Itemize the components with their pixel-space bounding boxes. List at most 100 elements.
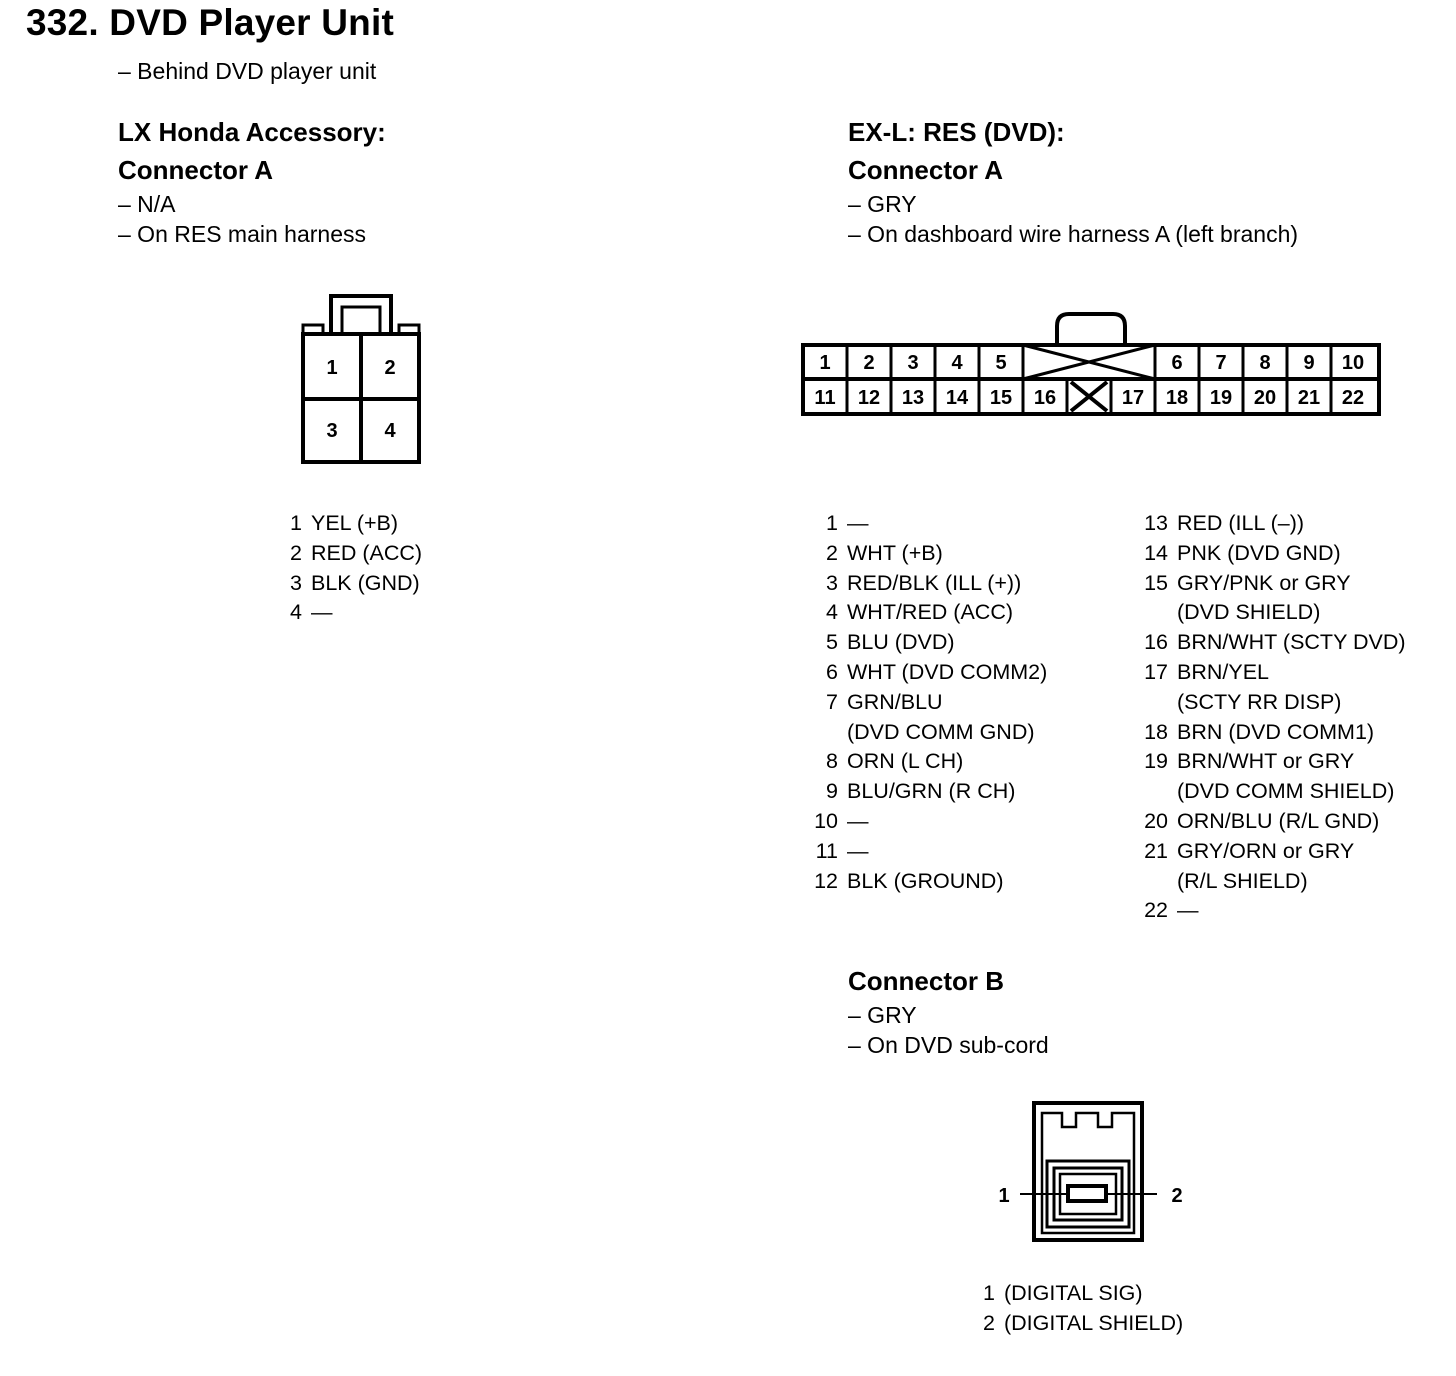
exl-cell-13: 13: [902, 387, 924, 409]
pin-description-line: GRN/BLU: [847, 689, 943, 714]
pin-description: YEL (+B): [311, 511, 399, 535]
list-item: 1(DIGITAL SIG): [975, 1279, 1183, 1309]
pin-description-line: —: [1177, 898, 1199, 923]
list-item: 5 BLU (DVD): [808, 628, 1047, 658]
pin-number: 13: [1144, 511, 1168, 535]
exl-cell-20: 20: [1254, 387, 1276, 409]
pin-description: BRN/WHT or GRY(DVD COMM SHIELD): [1168, 747, 1394, 807]
connb-note-color: – GRY: [848, 1002, 917, 1028]
list-item: 9 BLU/GRN (R CH): [808, 777, 1047, 807]
lx-cell-4: 4: [384, 420, 396, 442]
pin-number: 17: [1144, 659, 1168, 684]
exl-blocked-cross: [1069, 380, 1109, 413]
pin-number: 21: [1144, 838, 1168, 863]
connb-heading: Connector B: [848, 966, 1004, 996]
pin-description: ORN/BLU (R/L GND): [1168, 807, 1379, 837]
pin-description: WHT (+B): [838, 539, 943, 569]
lx-tab-right: [397, 323, 421, 334]
pin-number: 1: [290, 511, 302, 535]
lx-connector-diagram: 1 2 3 4: [301, 294, 421, 464]
pin-description: PNK (DVD GND): [1168, 539, 1341, 569]
list-item: 2 WHT (+B): [808, 539, 1047, 569]
pin-number: 5: [826, 630, 838, 655]
lx-note-location: – On RES main harness: [118, 221, 367, 247]
exl-note-color: – GRY: [848, 191, 917, 217]
exl-cell-3: 3: [907, 352, 918, 374]
connb-connector-diagram: 1 2: [998, 1101, 1183, 1242]
pin-number: 16: [1144, 630, 1168, 655]
pin-description-line: BLK (GROUND): [847, 868, 1004, 893]
exl-connector-heading: Connector A: [848, 155, 1004, 185]
lx-heading: LX Honda Accessory:: [118, 117, 386, 147]
pin-description: ORN (L CH): [838, 747, 963, 777]
pin-description: RED (ILL (–)): [1168, 509, 1304, 539]
pin-description: BLU (DVD): [838, 628, 955, 658]
lx-latch-inner: [340, 305, 382, 336]
pin-description-line: BLU (DVD): [847, 630, 955, 655]
exl-cell-1: 1: [819, 352, 830, 374]
pin-number: 19: [1144, 749, 1168, 774]
pin-number: 9: [826, 779, 838, 804]
lx-tab-left: [301, 323, 325, 334]
lx-latch: [329, 294, 393, 336]
pin-description-line: (DVD COMM GND): [847, 719, 1035, 744]
pin-description-line: WHT (DVD COMM2): [847, 659, 1048, 684]
pin-description: GRY/PNK or GRY(DVD SHIELD): [1168, 569, 1351, 629]
pin-description-line: WHT (+B): [847, 540, 943, 565]
pin-number: 11: [815, 838, 838, 863]
pin-description-line: WHT/RED (ACC): [847, 600, 1014, 625]
pin-description: GRN/BLU (DVD COMM GND): [838, 688, 1035, 748]
pin-number: 2: [983, 1310, 995, 1335]
pin-number: 2: [826, 540, 838, 565]
pin-description: —: [311, 600, 333, 625]
pin-description: (DIGITAL SIG): [1004, 1281, 1143, 1305]
exl-cell-10: 10: [1342, 352, 1364, 374]
pin-description: GRY/ORN or GRY(R/L SHIELD): [1168, 837, 1354, 897]
exl-cell-19: 19: [1210, 387, 1232, 409]
pin-description-line: —: [847, 838, 869, 863]
pin-number: 22: [1144, 898, 1168, 923]
list-item: 4—: [280, 598, 422, 628]
pin-description-line: RED/BLK (ILL (+)): [847, 570, 1022, 595]
pin-number: 6: [826, 659, 838, 684]
pin-number: 2: [290, 540, 302, 565]
connb-label-2: 2: [1171, 1185, 1182, 1207]
pin-description: —: [838, 807, 869, 837]
exl-cell-14: 14: [946, 387, 969, 409]
pin-number: 14: [1144, 540, 1168, 565]
pin-description-line: BRN/WHT or GRY: [1177, 749, 1355, 774]
lx-cell-1: 1: [326, 357, 337, 379]
pin-description: BLU/GRN (R CH): [838, 777, 1015, 807]
pin-description: WHT (DVD COMM2): [838, 658, 1047, 688]
pin-number: 4: [826, 600, 838, 625]
pin-description-line: ORN/BLU (R/L GND): [1177, 808, 1380, 833]
pin-description: —: [838, 509, 869, 539]
page-subtitle: – Behind DVD player unit: [118, 58, 377, 84]
exl-cell-18: 18: [1166, 387, 1188, 409]
pin-description-line: —: [847, 511, 869, 535]
pin-description-line: (SCTY RR DISP): [1177, 689, 1342, 714]
exl-note-location: – On dashboard wire harness A (left bran…: [848, 221, 1299, 247]
pin-number: 15: [1144, 570, 1168, 595]
lx-cell-3: 3: [326, 420, 337, 442]
pin-description: BRN/WHT (SCTY DVD): [1168, 628, 1406, 658]
list-item: 6 WHT (DVD COMM2): [808, 658, 1047, 688]
connb-note-location: – On DVD sub-cord: [848, 1032, 1049, 1058]
exl-cell-22: 22: [1342, 387, 1364, 409]
pin-description-line: BRN/WHT (SCTY DVD): [1177, 630, 1406, 655]
pin-description-line: BLU/GRN (R CH): [847, 779, 1016, 804]
exl-cell-15: 15: [990, 387, 1012, 409]
